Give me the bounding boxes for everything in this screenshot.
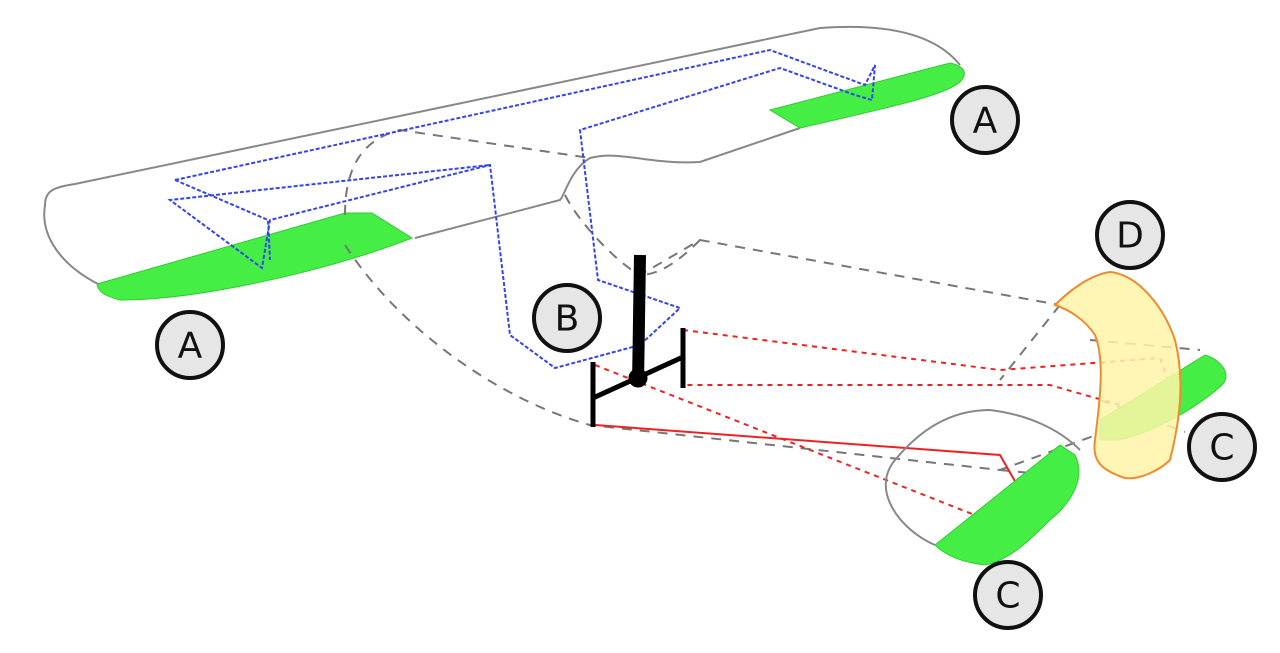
- label-elevator-right: C: [1187, 412, 1257, 482]
- aileron-cables: [167, 48, 876, 370]
- control-stick: [590, 254, 686, 427]
- wing-outline: [43, 25, 961, 286]
- elevator-left: [934, 444, 1080, 566]
- rudder: [1053, 270, 1182, 480]
- label-text: D: [1116, 216, 1144, 257]
- label-text: A: [178, 326, 203, 367]
- label-control-stick: B: [532, 283, 602, 353]
- label-text: B: [555, 299, 580, 340]
- horizontal-stabilizer: [884, 408, 1081, 546]
- aileron-left: [96, 212, 414, 301]
- aileron-right: [768, 62, 965, 129]
- label-text: C: [995, 576, 1020, 617]
- label-text: A: [973, 101, 998, 142]
- label-aileron-right: A: [950, 85, 1020, 155]
- label-rudder: D: [1095, 200, 1165, 270]
- label-elevator-left: C: [973, 560, 1043, 630]
- label-aileron-left: A: [155, 310, 225, 380]
- label-text: C: [1209, 428, 1234, 469]
